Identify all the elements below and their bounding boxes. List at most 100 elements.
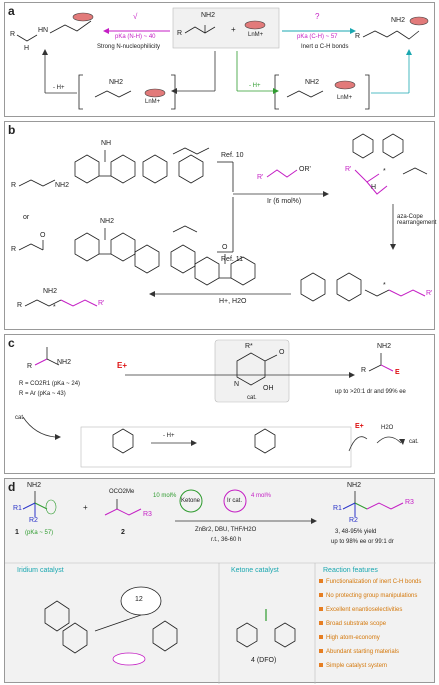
panel-a-structures (16, 7, 429, 110)
d-ketone-text: Ketone (181, 498, 201, 504)
panel-a: a (4, 2, 435, 117)
left-check-text: √ (133, 12, 138, 21)
d-product-label-text: 3, 48-95% yield (335, 529, 377, 535)
b-or-text: or (23, 214, 30, 221)
left-product-hn-text: HN (38, 27, 49, 34)
panel-b-structures (18, 133, 428, 307)
d-sm1-label-text: 1 (15, 529, 19, 536)
c-rstar-text: R* (245, 343, 253, 350)
c-water-text: H2O (381, 425, 394, 431)
d-product-r3-text: R3 (405, 499, 414, 506)
c-oh-text: OH (263, 385, 274, 392)
c-eplus-text: E+ (355, 423, 364, 430)
left-product-r-text: R (10, 31, 16, 38)
center-metal-text: LnM+ (248, 32, 264, 38)
c-sm-nh2-text: NH2 (57, 359, 72, 366)
b-allyl-or-text: OR' (299, 166, 311, 173)
c-deprot-text: - H+ (163, 433, 175, 439)
d-loading-right-text: 4 mol% (251, 493, 272, 499)
c-product-nh2-text: NH2 (377, 343, 392, 350)
c-sm-r-text: R (27, 363, 33, 370)
panel-a-label: a (8, 4, 15, 18)
c-cat-step-text: cat. (15, 415, 25, 421)
feature-item: Functionalization of inert C-H bonds (319, 579, 421, 585)
center-r-text: R (177, 30, 183, 37)
c-result-text: up to >20:1 dr and 99% ee (335, 389, 406, 395)
d-temptime-text: r.t., 36-60 h (211, 537, 242, 543)
center-plus-text: + (231, 25, 236, 34)
d-product-sel-text: up to 98% ee or 99:1 dr (331, 539, 394, 545)
b-product-r-text: R (17, 302, 23, 309)
d-product-nh2-text: NH2 (347, 482, 362, 489)
b-ald-r-text: R (11, 246, 17, 253)
feature-item: High atom-economy (319, 635, 380, 641)
d-product-r2-text: R2 (349, 517, 358, 524)
d-conditions-text: ZnBr2, DBU, THF/H2O (195, 527, 257, 533)
b-product-rp-text: R' (98, 300, 105, 307)
right-product-r-text: R (355, 33, 361, 40)
deprot-left-text: - H+ (53, 85, 65, 91)
c-cat-return-text: cat. (409, 439, 419, 445)
panel-c-structures (22, 339, 405, 468)
feature-item: Broad substrate scope (319, 621, 386, 627)
b-ts-h-text: H (371, 184, 377, 191)
b-rearr-text: aza-Cope rearrangement (397, 214, 437, 226)
left-int-nh2-text: NH2 (109, 79, 124, 86)
d-ring-size-text: 12 (135, 596, 143, 603)
feature-item: No protecting group manipulations (319, 593, 417, 599)
d-sm1-nh2-text: NH2 (27, 482, 42, 489)
d-plus-text: + (83, 503, 88, 512)
d-sm2-oco-text: OCO2Me (109, 489, 135, 495)
left-desc-text: Strong N-nucleophilicity (97, 44, 161, 50)
c-r-ester-text: R = CO2R1 (pKa ~ 24) (19, 381, 81, 387)
b-ref10-text: Ref. 10 (221, 152, 244, 159)
d-features-title-text: Reaction features (323, 567, 378, 574)
right-int-metal-text: LnM+ (337, 95, 353, 101)
feature-item: Abundant starting materials (319, 649, 399, 655)
d-ir-title-text: Iridium catalyst (17, 567, 64, 574)
b-allyl-rp-text: R' (257, 174, 264, 181)
d-ketone-title-text: Ketone catalyst (231, 567, 279, 574)
c-n-text: N (234, 381, 240, 388)
d-sm2-r3-text: R3 (143, 511, 152, 518)
b-ts-star-text: * (383, 168, 386, 175)
c-plus-text: E+ (117, 361, 128, 370)
right-int-nh2-text: NH2 (305, 79, 320, 86)
right-desc-text: Inert α C-H bonds (301, 44, 349, 50)
left-product-h-text: H (24, 45, 30, 52)
b-bottom-rp-text: R' (426, 290, 433, 297)
c-o-text: O (279, 349, 285, 356)
d-sm1-r2-text: R2 (29, 517, 38, 524)
d-loading-left-text: 10 mol% (153, 493, 177, 499)
c-cat-label-text: cat. (247, 395, 257, 401)
b-catalyst-text: Ir (6 mol%) (267, 198, 302, 205)
panel-b-label: b (8, 123, 16, 137)
d-sm1-r1-text: R1 (13, 505, 22, 512)
b-ts-rp-text: R' (345, 166, 352, 173)
left-pka-text: pKa (N-H) ~ 40 (115, 34, 156, 40)
right-pka-text: pKa (C-H) ~ 57 (297, 34, 338, 40)
d-ir-cat-text: Ir cat. (227, 498, 243, 504)
c-product-e-text: E (395, 369, 400, 376)
b-ald-o-text: O (40, 232, 46, 239)
b-product-nh2-text: NH2 (43, 288, 58, 295)
deprot-right-text: - H+ (249, 83, 261, 89)
b-imine-nh-text: NH (101, 140, 112, 147)
b-sm-r-text: R (11, 182, 17, 189)
panel-c: c NH2 R R = CO2R1 (pKa ~ 24) R = Ar (pKa (4, 334, 435, 474)
panel-d-structures (5, 489, 436, 684)
d-product-r1-text: R1 (333, 505, 342, 512)
b-fluorenone-o-text: O (222, 244, 228, 251)
d-sm1-pka-text: (pKa ~ 57) (25, 530, 54, 536)
c-product-r-text: R (361, 367, 367, 374)
right-question-text: ? (315, 12, 320, 21)
d-ketone-name-text: 4 (DFO) (251, 657, 277, 664)
panel-d: d NH2 R1 R2 (4, 478, 436, 684)
panel-d-label: d (8, 480, 16, 494)
b-bottom-star-text: * (383, 282, 386, 289)
panel-c-label: c (8, 336, 15, 350)
left-int-metal-text: LnM+ (145, 99, 161, 105)
feature-item: Simple catalyst system (319, 663, 387, 669)
center-nh2-text: NH2 (201, 12, 216, 19)
b-hydrolysis-text: H+, H2O (219, 298, 247, 305)
